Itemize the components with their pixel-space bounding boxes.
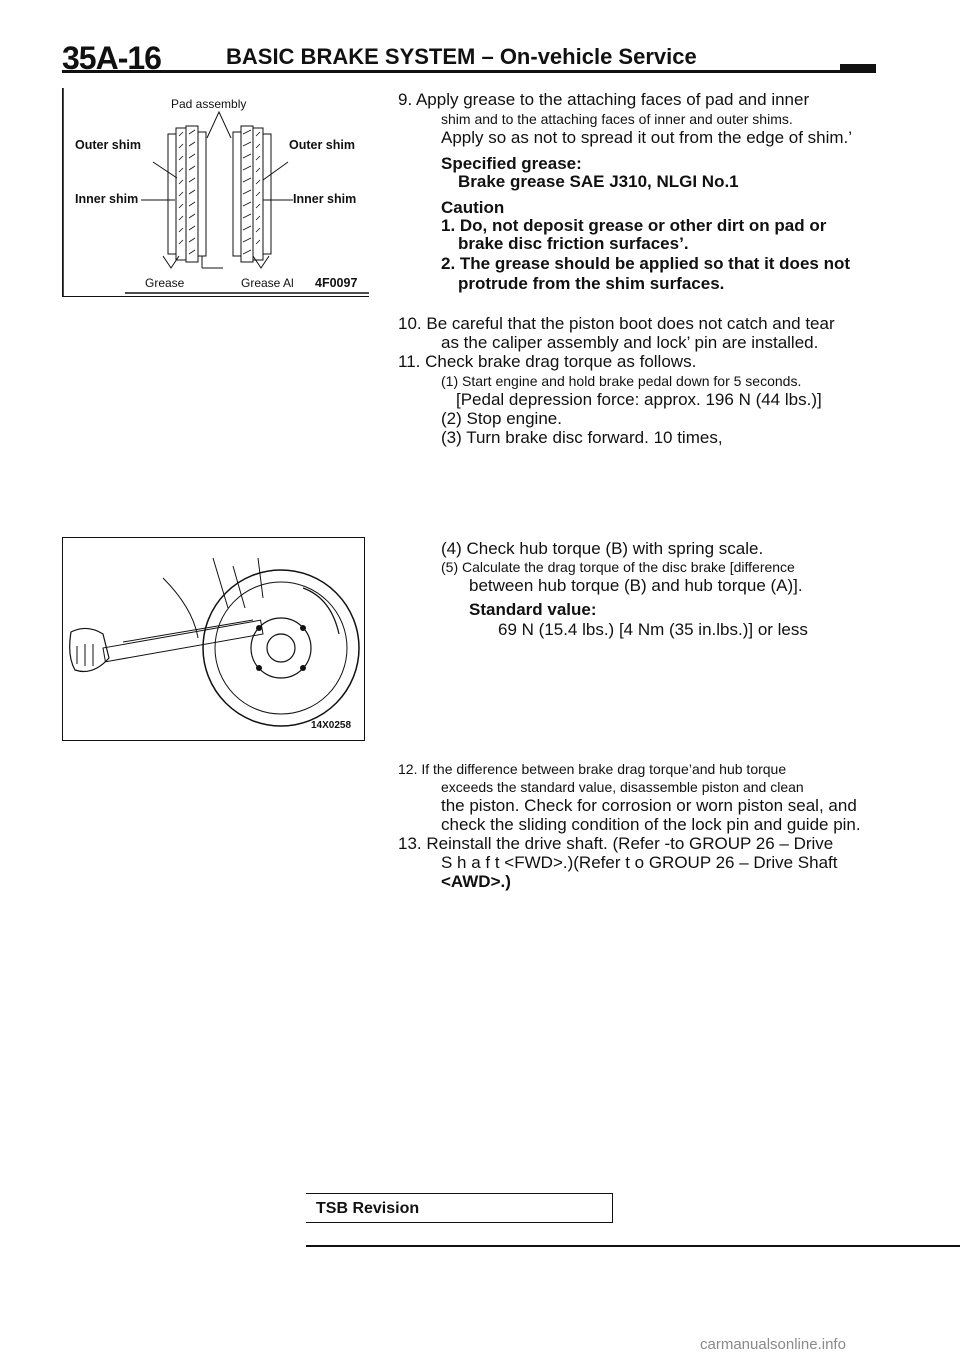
label-inner-shim-right: Inner shim <box>293 192 357 206</box>
standard-value-label: Standard value: <box>469 600 597 619</box>
tsb-revision-box <box>306 1193 613 1223</box>
step12-line3: the piston. Check for corrosion or worn … <box>441 796 857 815</box>
spec-grease-value: Brake grease SAE J310, NLGI No.1 <box>458 172 739 191</box>
step11-sub1: (1) Start engine and hold brake pedal do… <box>441 373 802 389</box>
step9-line1: 9. Apply grease to the attaching faces o… <box>398 90 810 109</box>
caution-2b: protrude from the shim surfaces. <box>458 274 725 293</box>
page-title: BASIC BRAKE SYSTEM – On-vehicle Service <box>226 44 697 69</box>
hub-torque-illustration <box>69 557 360 727</box>
header-rule-end <box>840 64 876 72</box>
step11-sub3: (3) Turn brake disc forward. 10 times, <box>441 428 723 447</box>
step11-sub1-force: [Pedal depression force: approx. 196 N (… <box>456 390 822 409</box>
step9-line3: Apply so as not to spread it out from th… <box>441 128 853 147</box>
header-rule <box>62 70 876 73</box>
step12-line2: exceeds the standard value, disassemble … <box>441 779 804 795</box>
step11-line1: 11. Check brake drag torque as follows. <box>398 352 697 371</box>
figure-pad-assembly: Pad assembly Outer shim Outer shim Inner… <box>62 88 369 297</box>
step11-sub4: (4) Check hub torque (B) with spring sca… <box>441 539 764 558</box>
step13-line2: S h a f t <FWD>.)(Refer t o GROUP 26 – D… <box>441 853 838 872</box>
label-grease-right: Grease Al <box>241 276 294 290</box>
step11-sub2: (2) Stop engine. <box>441 409 562 428</box>
watermark: carmanualsonline.info <box>700 1336 846 1353</box>
step10-line2: as the caliper assembly and lock’ pin ar… <box>441 333 819 352</box>
standard-value: 69 N (15.4 lbs.) [4 Nm (35 in.lbs.)] or … <box>498 620 808 639</box>
figure-code: 4F0097 <box>315 276 358 290</box>
label-pad-assembly: Pad assembly <box>171 97 247 111</box>
step12-line4: check the sliding condition of the lock … <box>441 815 861 834</box>
step13-line3: <AWD>.) <box>441 872 511 891</box>
label-outer-shim-left: Outer shim <box>75 138 141 152</box>
pad-assembly-illustration <box>63 88 369 296</box>
step10-line1: 10. Be careful that the piston boot does… <box>398 314 835 333</box>
caution-2a: 2. The grease should be applied so that … <box>441 254 851 273</box>
tsb-revision-label: TSB Revision <box>316 1200 420 1217</box>
label-inner-shim-left: Inner shim <box>75 192 139 206</box>
caution-1a: 1. Do, not deposit grease or other dirt … <box>441 216 827 235</box>
label-grease-left: Grease <box>145 276 185 290</box>
step12-line1: 12. If the difference between brake drag… <box>398 761 787 777</box>
footer-rule <box>306 1245 960 1247</box>
figure-hub-torque: 14X0258 <box>62 537 365 741</box>
spec-grease-label: Specified grease: <box>441 154 582 173</box>
step11-sub5b: between hub torque (B) and hub torque (A… <box>469 576 803 595</box>
caution-1b: brake disc friction surfaces’. <box>458 234 689 253</box>
step9-line2: shim and to the attaching faces of inner… <box>441 111 793 127</box>
step11-sub5: (5) Calculate the drag torque of the dis… <box>441 559 795 575</box>
label-outer-shim-right: Outer shim <box>289 138 355 152</box>
step13-line1: 13. Reinstall the drive shaft. (Refer -t… <box>398 834 834 853</box>
figure-code: 14X0258 <box>311 720 352 731</box>
caution-label: Caution <box>441 198 505 217</box>
